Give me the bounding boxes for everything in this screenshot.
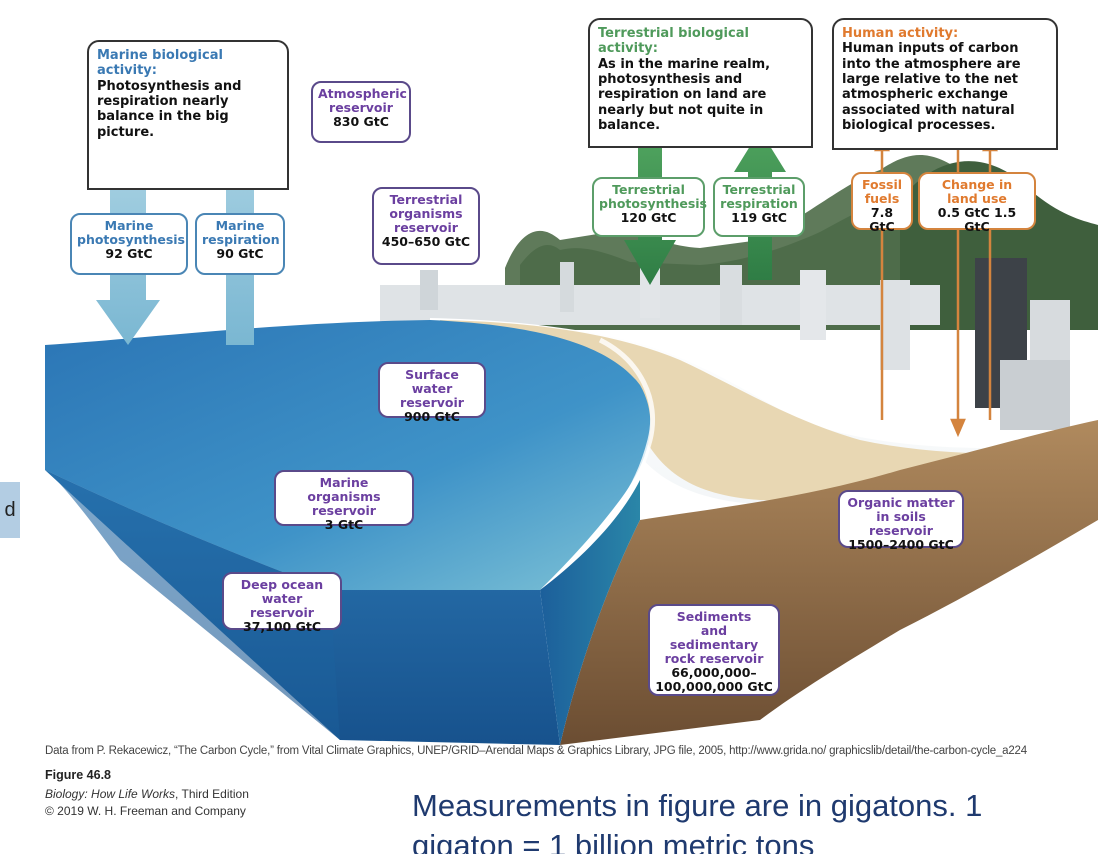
fossil-fuels-value: 7.8 GtC bbox=[869, 205, 895, 234]
book-title: Biology: How Life Works bbox=[45, 787, 176, 801]
marine-photosynthesis-label: Marine photosynthesis 92 GtC bbox=[70, 213, 188, 275]
marine-info-heading: Marine biological activity: bbox=[97, 48, 223, 79]
measurement-note: Measurements in figure are in gigatons. … bbox=[412, 788, 983, 854]
side-tab: d bbox=[0, 482, 20, 538]
marine-respiration-title: Marine respiration bbox=[202, 218, 280, 247]
terrestrial-info-heading: Terrestrial biological activity: bbox=[598, 26, 749, 57]
human-info-panel: Human activity: Human inputs of carbon i… bbox=[832, 18, 1058, 150]
terrestrial-info-panel: Terrestrial biological activity: As in t… bbox=[588, 18, 813, 148]
soil-organic-reservoir-value: 1500–2400 GtC bbox=[848, 537, 954, 552]
marine-photosynthesis-title: Marine photosynthesis bbox=[77, 218, 186, 247]
surf-line bbox=[598, 337, 656, 532]
terrestrial-respiration-label: Terrestrial respiration 119 GtC bbox=[713, 177, 805, 237]
marine-organisms-reservoir-label: Marine organisms reservoir 3 GtC bbox=[274, 470, 414, 532]
marine-photosynthesis-value: 92 GtC bbox=[105, 246, 153, 261]
surface-water-reservoir-label: Surface water reservoir 900 GtC bbox=[378, 362, 486, 424]
marine-respiration-label: Marine respiration 90 GtC bbox=[195, 213, 285, 275]
land-use-label: Change in land use 0.5 GtC 1.5 GtC bbox=[918, 172, 1036, 234]
terrestrial-photosynthesis-title: Terrestrial photosynthesis bbox=[599, 182, 708, 211]
figure-label: Figure 46.8 bbox=[45, 768, 111, 782]
soil-organic-reservoir-title: Organic matter in soils reservoir bbox=[847, 495, 955, 538]
fossil-fuels-title: Fossil fuels bbox=[861, 177, 903, 206]
marine-info-panel: Marine biological activity: Photosynthes… bbox=[87, 40, 289, 190]
ocean-side bbox=[540, 480, 640, 745]
human-info-heading: Human activity: bbox=[842, 26, 959, 41]
terrestrial-photosynthesis-value: 120 GtC bbox=[620, 210, 677, 225]
book-citation: Biology: How Life Works, Third Edition bbox=[45, 787, 249, 801]
marine-organisms-reservoir-title: Marine organisms reservoir bbox=[307, 475, 381, 518]
book-edition: , Third Edition bbox=[175, 787, 249, 801]
sediments-reservoir-value: 66,000,000– 100,000,000 GtC bbox=[655, 665, 773, 694]
surface-water-reservoir-title: Surface water reservoir bbox=[400, 367, 464, 410]
fossil-fuels-label: Fossil fuels 7.8 GtC bbox=[851, 172, 913, 234]
atmospheric-reservoir-label: Atmospheric reservoir 830 GtC bbox=[311, 81, 411, 143]
sediments-reservoir-label: Sediments and sedimentary rock reservoir… bbox=[648, 604, 780, 696]
marine-info-body: Photosynthesis and respiration nearly ba… bbox=[97, 78, 242, 140]
terrestrial-organisms-reservoir-title: Terrestrial organisms reservoir bbox=[389, 192, 463, 235]
marine-organisms-reservoir-value: 3 GtC bbox=[324, 517, 364, 532]
land-use-value: 0.5 GtC 1.5 GtC bbox=[937, 205, 1017, 234]
terrestrial-info-body: As in the marine realm, photosynthesis a… bbox=[598, 56, 771, 133]
marine-respiration-value: 90 GtC bbox=[216, 246, 264, 261]
terrestrial-respiration-value: 119 GtC bbox=[731, 210, 787, 225]
data-credit: Data from P. Rekacewicz, “The Carbon Cyc… bbox=[45, 745, 1027, 757]
city-buildings bbox=[380, 258, 1070, 430]
atmospheric-reservoir-value: 830 GtC bbox=[333, 114, 389, 129]
terrestrial-organisms-reservoir-value: 450–650 GtC bbox=[381, 234, 471, 249]
atmospheric-reservoir-title: Atmospheric reservoir bbox=[318, 86, 407, 115]
terrestrial-respiration-title: Terrestrial respiration bbox=[720, 182, 798, 211]
copyright: © 2019 W. H. Freeman and Company bbox=[45, 804, 246, 818]
terrestrial-photosynthesis-label: Terrestrial photosynthesis 120 GtC bbox=[592, 177, 708, 237]
human-info-body: Human inputs of carbon into the atmosphe… bbox=[842, 41, 1021, 133]
deep-ocean-reservoir-title: Deep ocean water reservoir bbox=[240, 577, 324, 620]
deep-ocean-reservoir-value: 37,100 GtC bbox=[243, 619, 321, 634]
surface-water-reservoir-value: 900 GtC bbox=[404, 409, 460, 424]
sediments-reservoir-title: Sediments and sedimentary rock reservoir bbox=[664, 609, 764, 666]
soil-organic-reservoir-label: Organic matter in soils reservoir 1500–2… bbox=[838, 490, 964, 552]
deep-ocean-reservoir-label: Deep ocean water reservoir 37,100 GtC bbox=[222, 572, 342, 634]
terrestrial-organisms-reservoir-label: Terrestrial organisms reservoir 450–650 … bbox=[372, 187, 480, 265]
land-use-title: Change in land use bbox=[941, 177, 1013, 206]
ocean-left-face bbox=[45, 345, 340, 740]
ocean-surface bbox=[45, 320, 651, 590]
